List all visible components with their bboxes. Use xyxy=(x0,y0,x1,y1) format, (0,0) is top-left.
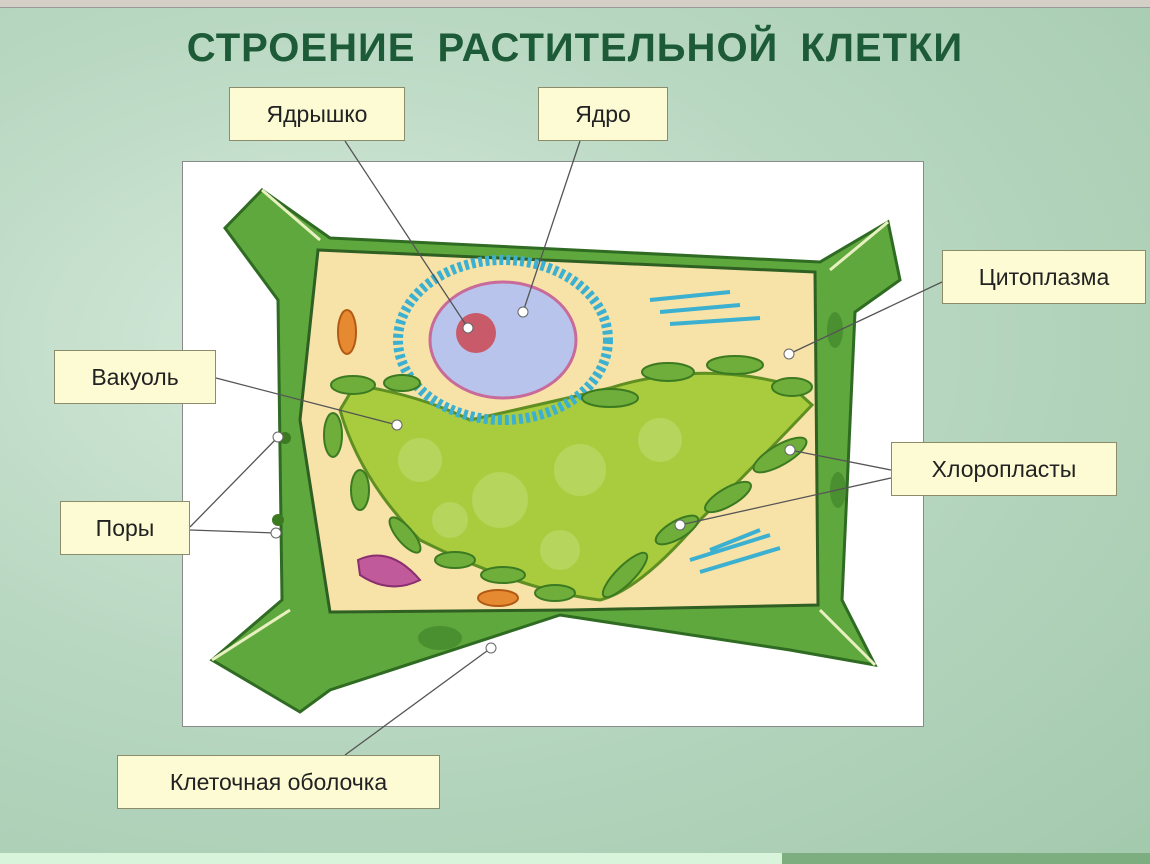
mitochondrion xyxy=(477,589,519,607)
er-fragments xyxy=(649,290,781,574)
endoplasmic-reticulum xyxy=(393,255,613,425)
label-vacuole: Вакуоль xyxy=(54,350,216,404)
footer-strip-dark xyxy=(782,853,1150,864)
footer-strip-light xyxy=(0,853,782,864)
cell-wall-highlight xyxy=(211,188,889,667)
leader-lines xyxy=(189,140,943,756)
label-chloroplasts: Хлоропласты xyxy=(891,442,1117,496)
label-cytoplasm: Цитоплазма xyxy=(942,250,1146,304)
label-nucleolus: Ядрышко xyxy=(229,87,405,141)
window-toolbar-strip xyxy=(0,0,1150,8)
vacuole-bubbles xyxy=(398,418,682,570)
label-pores: Поры xyxy=(60,501,190,555)
pointer-dots xyxy=(270,306,796,654)
nucleus xyxy=(428,280,578,400)
mitochondrion xyxy=(337,309,357,355)
label-nucleus: Ядро xyxy=(538,87,668,141)
golgi-apparatus xyxy=(356,554,422,588)
slide-title: СТРОЕНИЕ РАСТИТЕЛЬНОЙ КЛЕТКИ xyxy=(186,26,964,70)
label-cell-wall: Клеточная оболочка xyxy=(117,755,440,809)
